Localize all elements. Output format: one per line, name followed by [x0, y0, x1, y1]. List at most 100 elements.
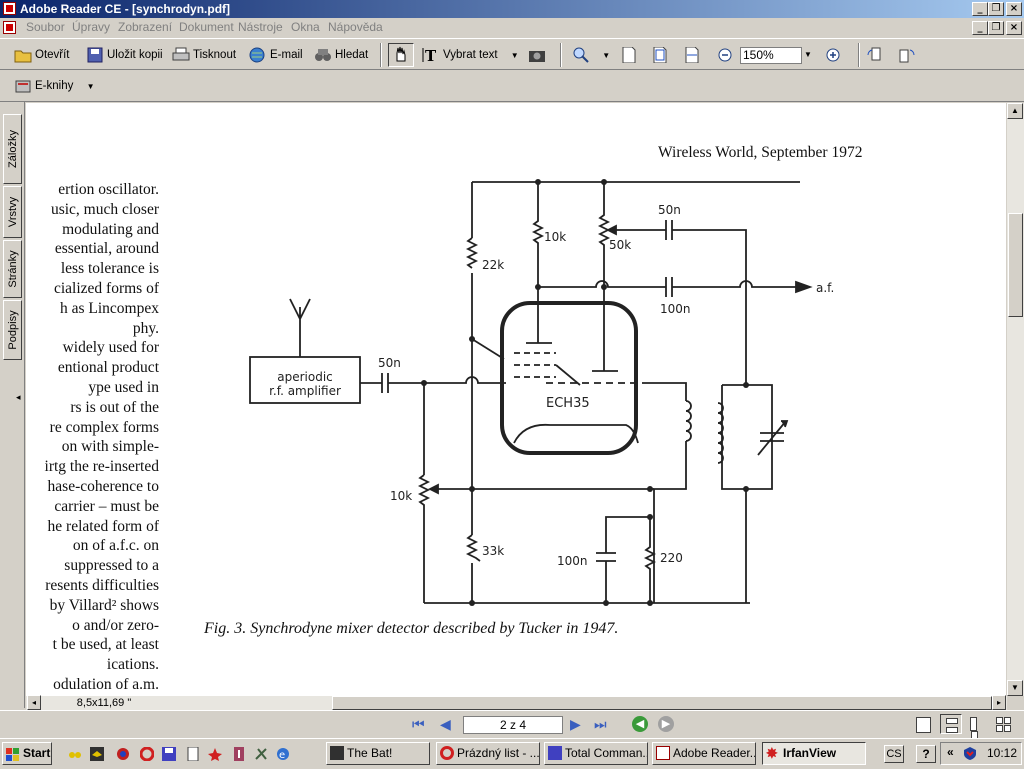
language-indicator[interactable]: CS — [884, 745, 904, 763]
task-irfanview[interactable]: ✸IrfanView — [762, 742, 866, 765]
search-label: Hledat — [335, 49, 369, 61]
fit-page-button[interactable] — [651, 45, 672, 65]
quicklaunch-info-icon[interactable] — [232, 747, 246, 761]
email-label: E-mail — [270, 49, 303, 61]
text-line: irtg the re-inserted — [44, 458, 159, 476]
text-line: odulation of a.m. — [53, 675, 159, 693]
continuous-layout-icon[interactable] — [940, 714, 962, 734]
text-line: hase-coherence to — [47, 477, 159, 495]
document-view[interactable]: Wireless World, September 1972 ertion os… — [26, 103, 1006, 696]
text-line: phy. — [132, 319, 159, 337]
open-button[interactable]: Otevřít — [14, 45, 70, 65]
chevron-down-icon[interactable]: ▼ — [86, 82, 95, 91]
task-the-bat[interactable]: The Bat! — [326, 742, 430, 765]
chevron-down-icon[interactable]: ▼ — [602, 51, 611, 60]
tray-expand-icon[interactable]: « — [947, 745, 954, 759]
text-line: carrier – must be — [54, 497, 159, 515]
menu-help[interactable]: Nápověda — [328, 20, 383, 34]
scroll-right-icon[interactable]: ▸ — [992, 695, 1006, 710]
rotate-page-icon — [898, 47, 916, 63]
go-forward-icon[interactable]: ▶ — [658, 716, 674, 732]
menu-file[interactable]: Soubor — [26, 20, 65, 34]
restore-button[interactable]: ❐ — [988, 2, 1004, 16]
pane-expand-icon[interactable]: ◂ — [16, 392, 21, 402]
text-line: h as Lincompex — [59, 299, 159, 317]
menu-tools[interactable]: Nástroje — [238, 20, 283, 34]
quicklaunch-disk-icon[interactable] — [162, 747, 176, 761]
chevron-down-icon[interactable]: ▼ — [510, 51, 519, 60]
print-button[interactable]: Tisknout — [172, 45, 236, 65]
text-line: by Villard² shows — [49, 596, 159, 614]
continuous-facing-layout-icon[interactable] — [996, 717, 1012, 732]
ebooks-toolbar: E-knihy ▼ — [0, 70, 1024, 102]
plus-circle-icon — [824, 47, 842, 63]
tab-bookmarks[interactable]: Záložky — [3, 114, 22, 184]
actual-size-button[interactable] — [620, 45, 641, 65]
close-button[interactable]: × — [1006, 2, 1022, 16]
horizontal-scroll-thumb[interactable] — [332, 696, 992, 710]
zoom-input[interactable]: 150% — [740, 47, 802, 64]
go-back-icon[interactable]: ◀ — [632, 716, 648, 732]
previous-page-icon[interactable]: ◀ — [440, 716, 451, 732]
quicklaunch-tools-icon[interactable] — [254, 747, 268, 761]
task-total-commander[interactable]: Total Comman... — [544, 742, 648, 765]
menu-windows[interactable]: Okna — [291, 20, 320, 34]
save-copy-button[interactable]: Uložit kopii — [86, 45, 163, 65]
quicklaunch-ie-icon[interactable]: e — [276, 747, 290, 761]
quicklaunch-shield-icon[interactable] — [116, 747, 130, 761]
zoom-out-button[interactable] — [716, 45, 737, 65]
search-button[interactable]: Hledat — [314, 45, 368, 65]
start-button[interactable]: Start — [2, 742, 52, 765]
quicklaunch-batman-icon[interactable] — [90, 747, 104, 761]
minimize-button[interactable]: _ — [972, 2, 988, 16]
quicklaunch-glasses-icon[interactable] — [68, 747, 82, 761]
quicklaunch-document-icon[interactable] — [186, 746, 200, 762]
zoom-in-button[interactable] — [824, 45, 845, 65]
page-number-input[interactable]: 2 z 4 — [463, 716, 563, 734]
next-page-icon[interactable]: ▶ — [570, 716, 581, 732]
hand-tool-button[interactable] — [388, 43, 414, 67]
tab-signatures[interactable]: Podpisy — [3, 300, 22, 360]
horizontal-scrollbar[interactable]: ◂ 8,5x11,69 " ▸ — [26, 695, 1007, 710]
tab-pages[interactable]: Stránky — [3, 240, 22, 298]
doc-minimize-button[interactable]: _ — [972, 21, 988, 35]
vertical-scrollbar[interactable]: ▲ ▼ — [1007, 103, 1024, 696]
facing-layout-icon[interactable] — [970, 717, 984, 745]
title-bar: Adobe Reader CE - [synchrodyn.pdf] _ ❐ × — [0, 0, 1024, 18]
rotate-page-icon — [866, 47, 884, 63]
first-page-icon[interactable]: ⏮ — [412, 716, 425, 732]
snapshot-button[interactable] — [528, 45, 549, 65]
task-irfanview-label: IrfanView — [783, 746, 837, 760]
zoom-tool-button[interactable]: ▼ — [572, 45, 610, 65]
last-page-icon[interactable]: ⏭ — [594, 716, 607, 732]
doc-restore-button[interactable]: ❐ — [988, 21, 1004, 35]
menu-edit[interactable]: Úpravy — [72, 20, 111, 34]
menu-view[interactable]: Zobrazení — [118, 20, 173, 34]
rotate-left-button[interactable] — [866, 45, 887, 65]
quicklaunch-irfanview-icon[interactable] — [208, 747, 222, 761]
vertical-scroll-thumb[interactable] — [1008, 213, 1023, 317]
tab-layers[interactable]: Vrstvy — [3, 186, 22, 238]
text-line: he related form of — [47, 517, 159, 535]
email-button[interactable]: E-mail — [249, 45, 303, 65]
scroll-left-icon[interactable]: ◂ — [27, 695, 41, 710]
zoom-dropdown-chevron-icon[interactable]: ▼ — [804, 50, 812, 59]
help-question-icon[interactable]: ? — [916, 745, 936, 763]
quicklaunch-opera-icon[interactable] — [139, 746, 155, 762]
resistor-22k-label: 22k — [482, 258, 504, 272]
scroll-up-icon[interactable]: ▲ — [1007, 103, 1023, 119]
menu-document[interactable]: Dokument — [179, 20, 234, 34]
printer-icon — [172, 47, 190, 63]
tray-shield-icon[interactable] — [963, 746, 977, 760]
scroll-down-icon[interactable]: ▼ — [1007, 680, 1023, 696]
fit-width-button[interactable] — [683, 45, 704, 65]
ebooks-button[interactable]: E-knihy ▼ — [14, 76, 94, 96]
rotate-right-button[interactable] — [898, 45, 919, 65]
document-icon — [3, 21, 16, 34]
task-opera-blank[interactable]: Prázdný list - ... — [436, 742, 540, 765]
window-title: Adobe Reader CE - [synchrodyn.pdf] — [20, 2, 231, 16]
doc-close-button[interactable]: × — [1006, 21, 1022, 35]
single-page-layout-icon[interactable] — [916, 717, 931, 733]
task-adobe-reader[interactable]: Adobe Reader... — [652, 742, 756, 765]
